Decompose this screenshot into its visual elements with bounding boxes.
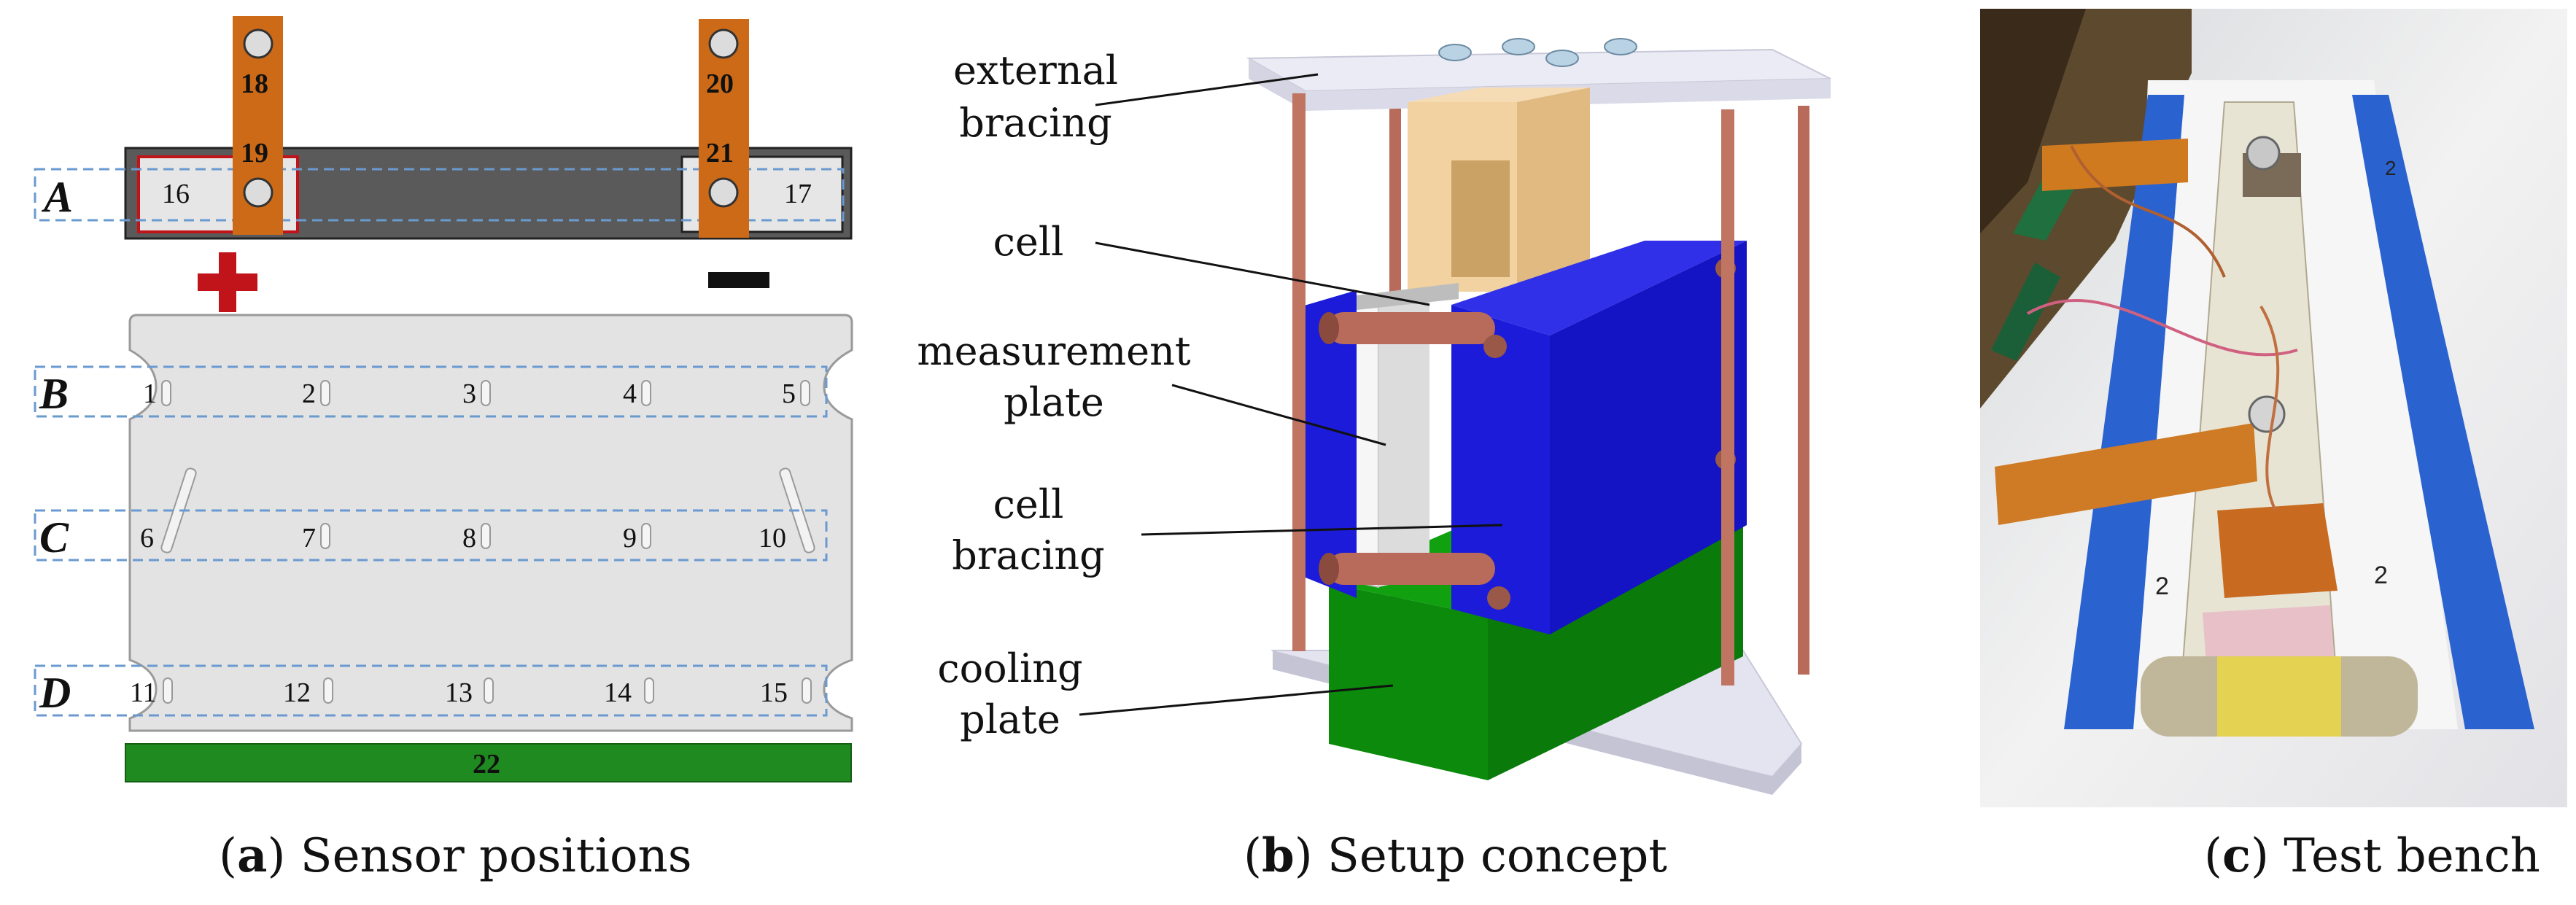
cooling-block-front <box>1329 583 1488 780</box>
cell-edge <box>1357 283 1459 310</box>
caption-c: (c) Test bench <box>2204 828 2540 883</box>
sensor-9: 9 <box>623 523 637 554</box>
panel-c: 2 2 2 (c) Test bench <box>1980 9 2567 883</box>
cell-bracing-back <box>1302 290 1357 598</box>
row-c-pills <box>320 523 651 549</box>
row-b-pills <box>161 380 810 406</box>
row-c-sensors: 6 7 8 9 10 <box>140 523 786 554</box>
cell-block-side <box>1517 88 1590 292</box>
tab-hole <box>243 177 273 208</box>
sensor-17: 17 <box>784 179 812 209</box>
row-d-box <box>34 664 828 717</box>
sensor-10: 10 <box>759 523 786 554</box>
photo-mark: 2 <box>2385 157 2397 179</box>
plus-icon <box>198 252 257 312</box>
rod <box>1292 93 1306 651</box>
row-b-sensors: 1 2 3 4 5 <box>143 378 796 409</box>
sensor-12: 12 <box>283 677 311 708</box>
bracing-rods <box>1319 312 1495 585</box>
label-cooling-plate-1: cooling <box>937 645 1082 691</box>
sensor-22: 22 <box>473 749 500 780</box>
row-c-box <box>34 509 828 562</box>
bolt-nuts <box>1438 38 1637 67</box>
sensor-7: 7 <box>302 523 316 554</box>
cooling-strip <box>125 743 852 782</box>
sensor-2: 2 <box>302 378 316 409</box>
row-d-pills <box>163 677 812 704</box>
sensor-5: 5 <box>782 378 796 409</box>
photo-mark: 2 <box>2374 562 2388 589</box>
label-external-bracing-2: bracing <box>959 100 1112 146</box>
cell-bracing-top <box>1451 241 1747 335</box>
label-cell: cell <box>993 219 1064 265</box>
cell-slot <box>160 467 197 554</box>
panel-b: external bracing cell measurement plate … <box>917 38 1831 883</box>
cell-block-top <box>1408 88 1590 102</box>
sensor-3: 3 <box>462 378 476 409</box>
minus-icon <box>708 272 769 288</box>
label-measurement-plate-2: plate <box>1004 379 1104 425</box>
caption-a: (a) Sensor positions <box>219 828 692 883</box>
tab-hole <box>708 28 739 59</box>
sensor-16: 16 <box>162 179 190 209</box>
sensor-1: 1 <box>143 378 157 409</box>
test-bench-photo: 2 2 2 <box>1980 9 2567 807</box>
label-cell-bracing-2: bracing <box>952 532 1104 578</box>
leader-lines <box>1079 73 1503 716</box>
row-label-b: B <box>39 370 69 418</box>
sensor-13: 13 <box>445 677 473 708</box>
bolt-heads <box>1483 258 1736 610</box>
row-a-box <box>34 168 845 222</box>
sensor-15: 15 <box>760 677 788 708</box>
photo-mark: 2 <box>2155 572 2169 600</box>
top-bracing-plate-front <box>1249 58 1306 111</box>
rod <box>1798 106 1809 675</box>
cell-bracing-front <box>1451 305 1550 634</box>
row-label-a: A <box>41 173 73 221</box>
cooling-block-side <box>1488 503 1743 780</box>
tab-hole <box>708 177 739 208</box>
label-external-bracing-1: external <box>953 47 1118 93</box>
row-label-d: D <box>39 669 71 717</box>
sensor-8: 8 <box>462 523 476 554</box>
sensor-4: 4 <box>623 378 637 409</box>
setup-labels: external bracing cell measurement plate … <box>917 47 1191 742</box>
sensor-20: 20 <box>706 69 734 99</box>
label-cooling-plate-2: plate <box>960 696 1060 742</box>
sensor-14: 14 <box>604 677 632 708</box>
caption-b: (b) Setup concept <box>1244 828 1667 883</box>
sensor-6: 6 <box>140 523 154 554</box>
row-label-c: C <box>39 513 69 562</box>
label-measurement-plate-1: measurement <box>917 328 1191 374</box>
cell-block-window <box>1451 160 1510 277</box>
cell-body <box>128 314 853 732</box>
sensor-11: 11 <box>130 677 157 708</box>
rod <box>1721 109 1734 685</box>
tab-hole <box>243 28 273 59</box>
label-cell-bracing-1: cell <box>993 481 1064 527</box>
sensor-21: 21 <box>706 138 734 168</box>
sensor-18: 18 <box>241 69 268 99</box>
sensor-19: 19 <box>241 138 268 168</box>
row-d-sensors: 11 12 13 14 15 <box>130 677 788 708</box>
measurement-plate-inner <box>1378 292 1429 587</box>
row-b-box <box>34 365 828 418</box>
panel-a: A 18 19 20 21 16 17 B C D 1 <box>34 16 853 883</box>
cell-bracing-side <box>1550 241 1747 634</box>
